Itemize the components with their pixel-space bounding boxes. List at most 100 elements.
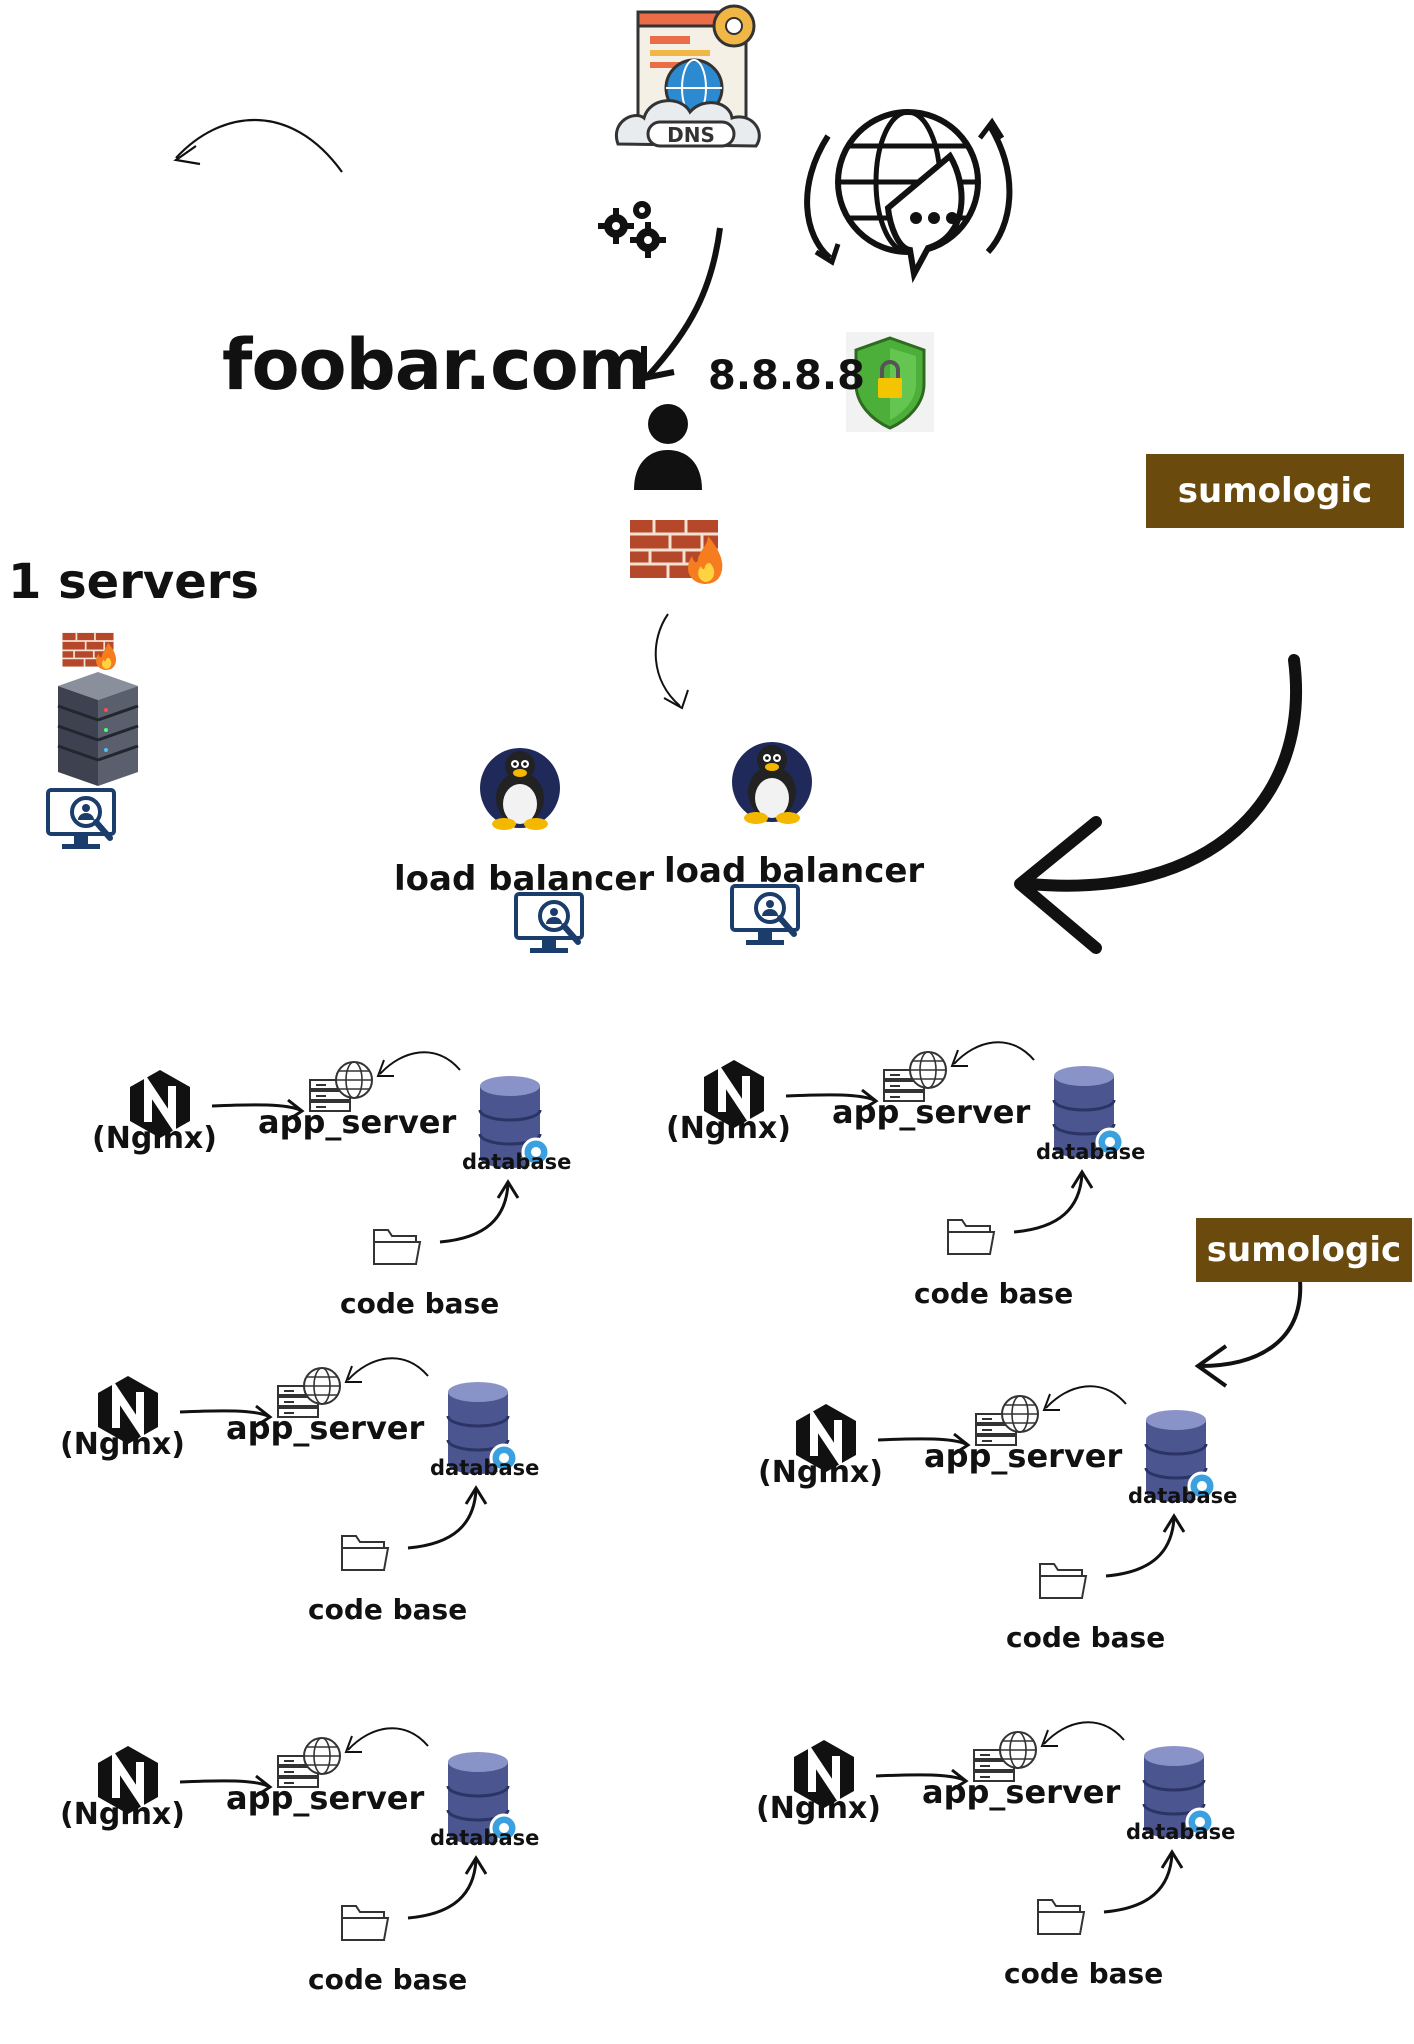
load-balancer-label: load balancer [664,851,925,891]
arrow-head [1194,1344,1228,1388]
arrow-nginx-to-app [785,1093,875,1102]
server-stack-graphics [130,1051,551,1265]
server-rack-icon [57,672,139,786]
app-server-label: app_server [924,1437,1123,1475]
arrow-head [255,1404,273,1428]
code-base-label: code base [1004,1957,1164,1990]
arrow-code-to-db [1105,1517,1176,1578]
database-label: database [462,1150,572,1174]
arrow-head [1160,1849,1184,1869]
monitor-search-icon [48,790,114,849]
arrow-head [1014,816,1102,954]
code-base-label: code base [308,1963,468,1996]
arrow-head [287,1098,305,1122]
database-label: database [430,1456,540,1480]
arrow-head [1040,1729,1058,1747]
arrow-head [464,1855,488,1875]
arrow-db-to-app [1043,1721,1125,1745]
arrow-head [861,1088,879,1112]
arrow-head [464,1485,488,1505]
database-label: database [1036,1140,1146,1164]
arrow-head [173,145,201,166]
arrow-sumologic-to-stack [1199,1279,1303,1368]
app-server-label: app_server [832,1093,1031,1131]
nginx-label: (Nginx) [666,1111,791,1146]
app-server-label: app_server [226,1779,425,1817]
arrow-db-to-app [347,1357,429,1381]
nginx-label: (Nginx) [60,1427,185,1462]
arrow-db-to-app [953,1041,1035,1065]
linux-penguin-icon [480,748,560,830]
curved-arrow-top-left [175,118,343,173]
database-label: database [1126,1820,1236,1844]
arrow-nginx-to-app [211,1103,301,1112]
code-base-label: code base [340,1287,500,1320]
server-stack-graphics [98,1357,519,1571]
arrow-code-to-db [407,1489,478,1550]
big-arrow-sumologic [1024,654,1302,892]
load-balancer-label: load balancer [394,859,655,899]
arrow-db-to-app [1045,1385,1127,1409]
arrow-head [1042,1393,1060,1411]
monitor-search-icon [516,894,582,953]
firewall-icon [628,518,724,586]
nginx-label: (Nginx) [758,1455,883,1490]
code-base-label: code base [1006,1621,1166,1654]
code-base-label: code base [308,1593,468,1626]
linux-penguin-icon [732,742,812,824]
app-server-label: app_server [258,1103,457,1141]
arrow-db-to-app [379,1051,461,1075]
server-stack-graphics [98,1727,519,1941]
arrow-code-to-db [407,1859,478,1920]
database-label: database [430,1826,540,1850]
domain-name: foobar.com [222,324,651,406]
gears-icon [598,201,666,258]
arrow-nginx-to-app [179,1409,269,1418]
arrow-db-to-app [347,1727,429,1751]
arrow-head [641,346,675,382]
server-stack-graphics [704,1041,1125,1255]
servers-title: 1 servers [8,554,259,610]
arrow-head [496,1179,520,1199]
arrow-code-to-db [1013,1173,1084,1234]
arrow-nginx-to-app [875,1773,965,1782]
arrow-head [255,1774,273,1798]
arrow-head [344,1735,362,1753]
dns-icon: DNS [614,4,761,148]
arrow-head [344,1365,362,1383]
arrow-dns-to-domain [645,227,723,379]
arrow-head [950,1049,968,1067]
diagram-canvas: DNS [0,4,1303,1941]
shield-lock-icon [846,332,934,432]
monitor-search-icon [732,886,798,945]
svg-text:DNS: DNS [667,123,715,147]
arrow-head [1070,1169,1094,1189]
server-stack-graphics [794,1721,1215,1935]
code-base-label: code base [914,1277,1074,1310]
globe-chat-icon [804,109,1013,284]
arrow-code-to-db [439,1183,510,1244]
nginx-label: (Nginx) [756,1791,881,1826]
arrow-head [1162,1513,1186,1533]
arrow-firewall-to-lb [654,613,681,707]
arrow-nginx-to-app [179,1779,269,1788]
server-stack-graphics [796,1385,1217,1599]
firewall-icon [61,632,117,671]
sumologic-tag: sumologic [1196,1218,1412,1282]
app-server-label: app_server [922,1773,1121,1811]
sumologic-tag: sumologic [1146,454,1404,528]
dns-ip: 8.8.8.8 [708,353,865,399]
nginx-label: (Nginx) [92,1121,217,1156]
arrow-code-to-db [1103,1853,1174,1914]
nginx-label: (Nginx) [60,1797,185,1832]
database-label: database [1128,1484,1238,1508]
arrow-head [376,1059,394,1077]
user-icon [634,404,702,490]
app-server-label: app_server [226,1409,425,1447]
